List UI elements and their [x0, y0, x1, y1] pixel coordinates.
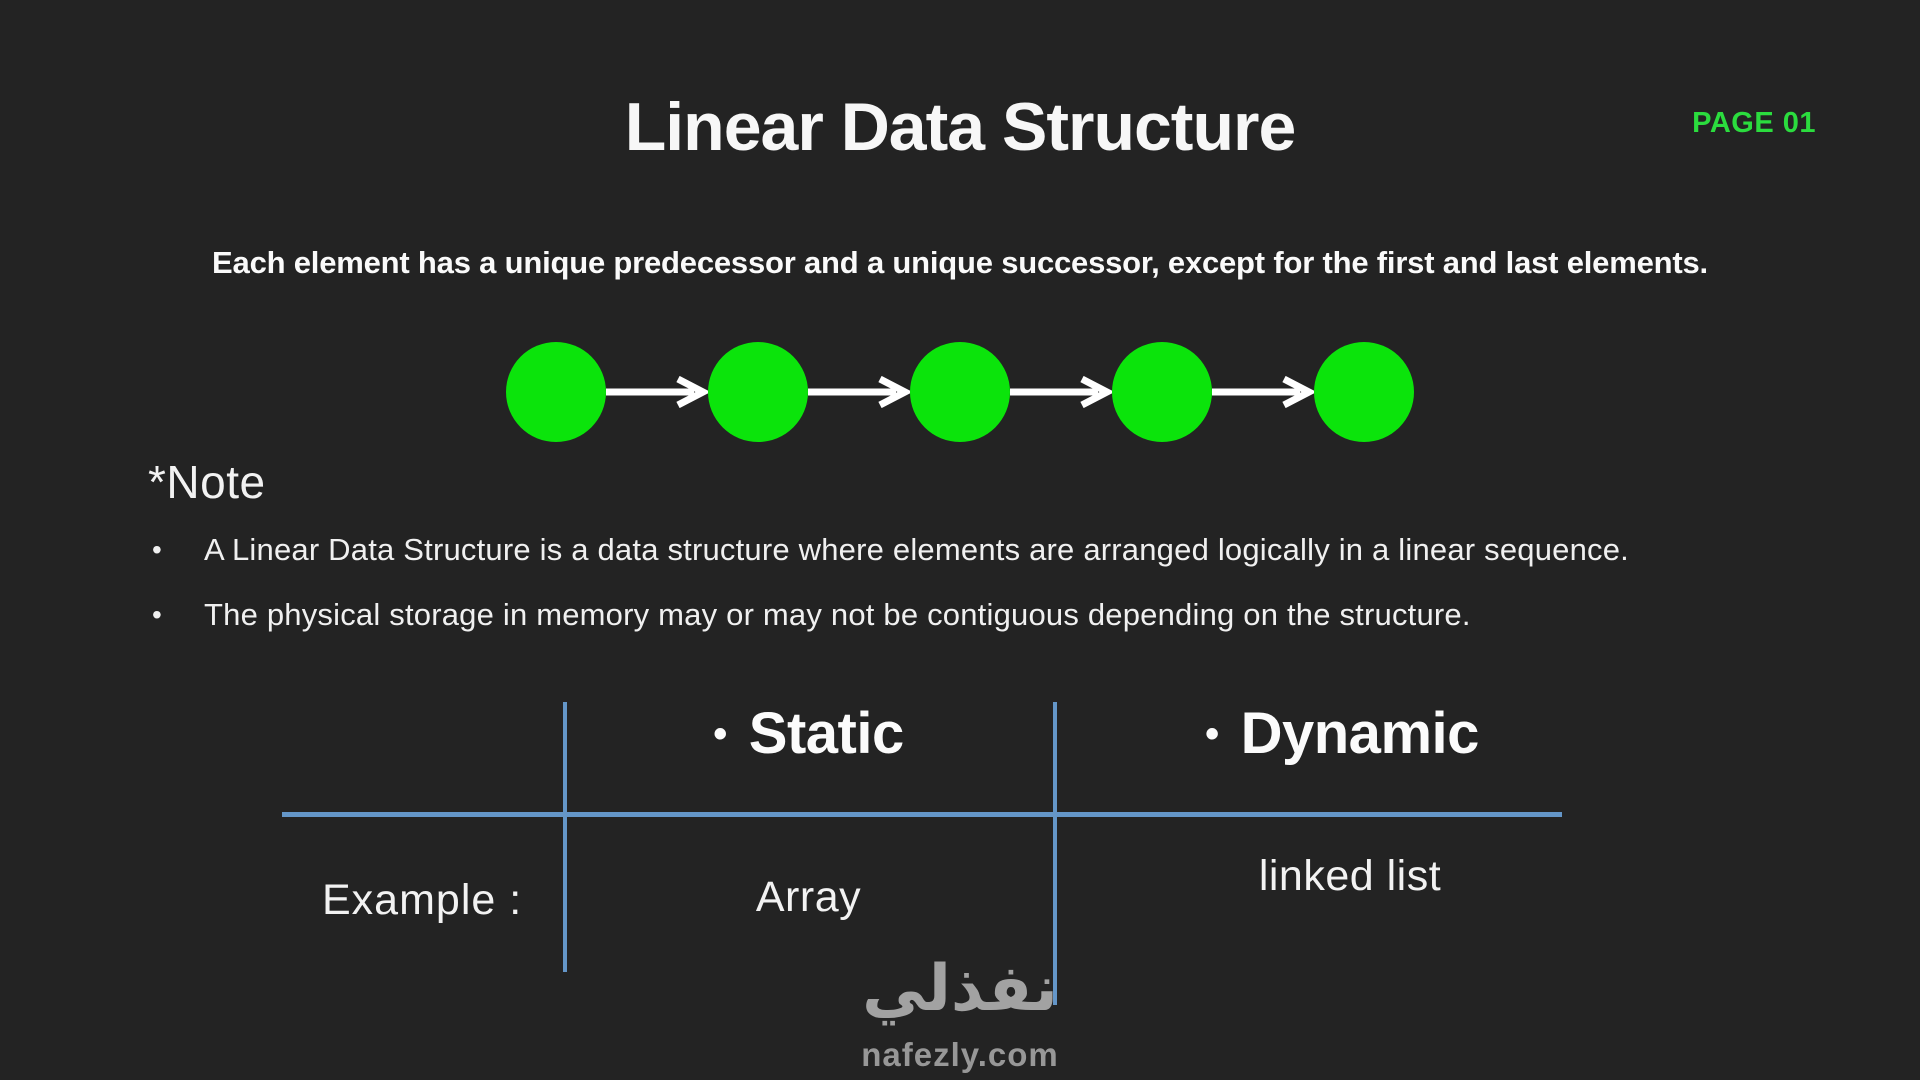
node-circle	[1314, 342, 1414, 442]
bullet-icon: •	[713, 711, 727, 756]
node-circle	[506, 342, 606, 442]
linked-nodes-diagram	[0, 342, 1920, 442]
bullet-icon: •	[152, 599, 163, 630]
note-bullet-item: • The physical storage in memory may or …	[152, 595, 1792, 635]
cell-dynamic-example: linked list	[1258, 852, 1442, 900]
nafezly-arabic-logo: نفذلي	[862, 952, 1058, 1026]
arrow-right-icon	[808, 376, 910, 408]
note-heading: *Note	[148, 456, 266, 508]
arrow-right-icon	[1212, 376, 1314, 408]
table-vertical-line-left	[563, 702, 567, 972]
note-bullet-text: A Linear Data Structure is a data struct…	[204, 532, 1629, 567]
column-header-label: Dynamic	[1240, 701, 1480, 766]
page-title: Linear Data Structure	[624, 88, 1297, 165]
arrow-right-icon	[1010, 376, 1112, 408]
bullet-icon: •	[152, 534, 163, 565]
row-label-example: Example :	[322, 876, 523, 924]
node-circle	[1112, 342, 1212, 442]
node-circle	[708, 342, 808, 442]
cell-static-example: Array	[755, 873, 862, 921]
node-circle	[910, 342, 1010, 442]
arrow-right-icon	[606, 376, 708, 408]
table-vertical-line-right	[1053, 702, 1057, 1005]
column-header-label: Static	[748, 701, 904, 766]
column-header-dynamic: • Dynamic	[1082, 700, 1602, 767]
definition-statement: Each element has a unique predecessor an…	[212, 245, 1708, 280]
note-list: • A Linear Data Structure is a data stru…	[152, 530, 1792, 635]
nafezly-domain-text: nafezly.com	[861, 1036, 1059, 1073]
column-header-static: • Static	[563, 700, 1054, 767]
note-bullet-text: The physical storage in memory may or ma…	[204, 597, 1471, 632]
bullet-icon: •	[1205, 711, 1219, 756]
note-bullet-item: • A Linear Data Structure is a data stru…	[152, 530, 1792, 570]
table-horizontal-line	[282, 812, 1562, 817]
page-number-label: PAGE 01	[1692, 107, 1816, 139]
